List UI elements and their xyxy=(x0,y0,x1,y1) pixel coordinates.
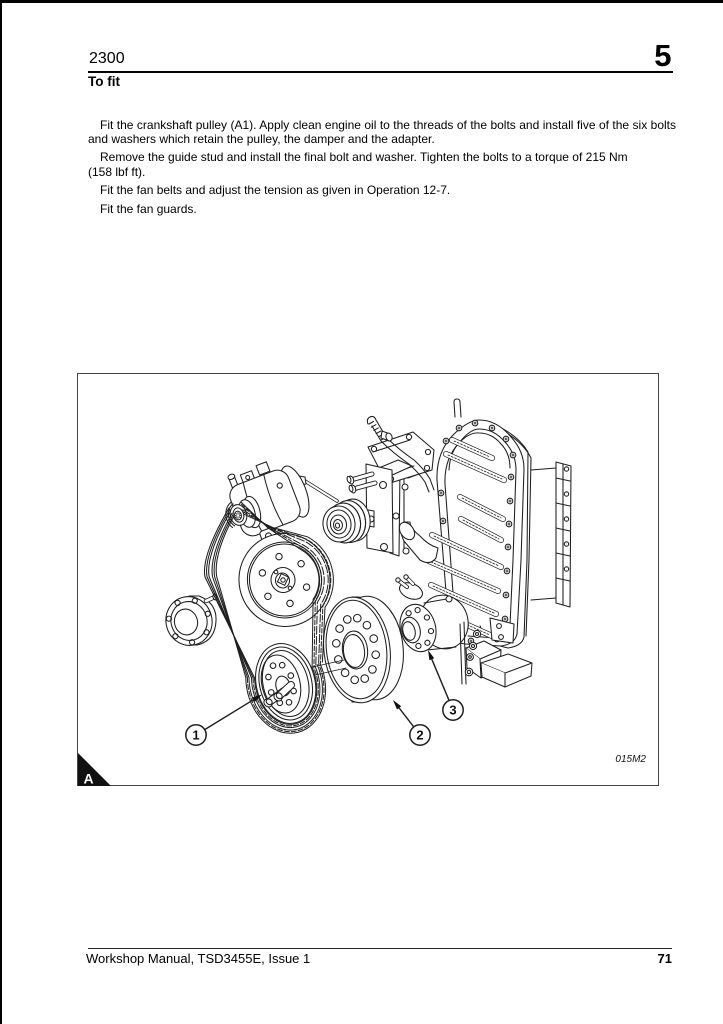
svg-text:3: 3 xyxy=(449,703,456,718)
svg-text:1: 1 xyxy=(192,728,199,743)
svg-text:A: A xyxy=(84,771,94,787)
svg-text:015M2: 015M2 xyxy=(615,754,646,765)
svg-text:2: 2 xyxy=(416,728,423,743)
